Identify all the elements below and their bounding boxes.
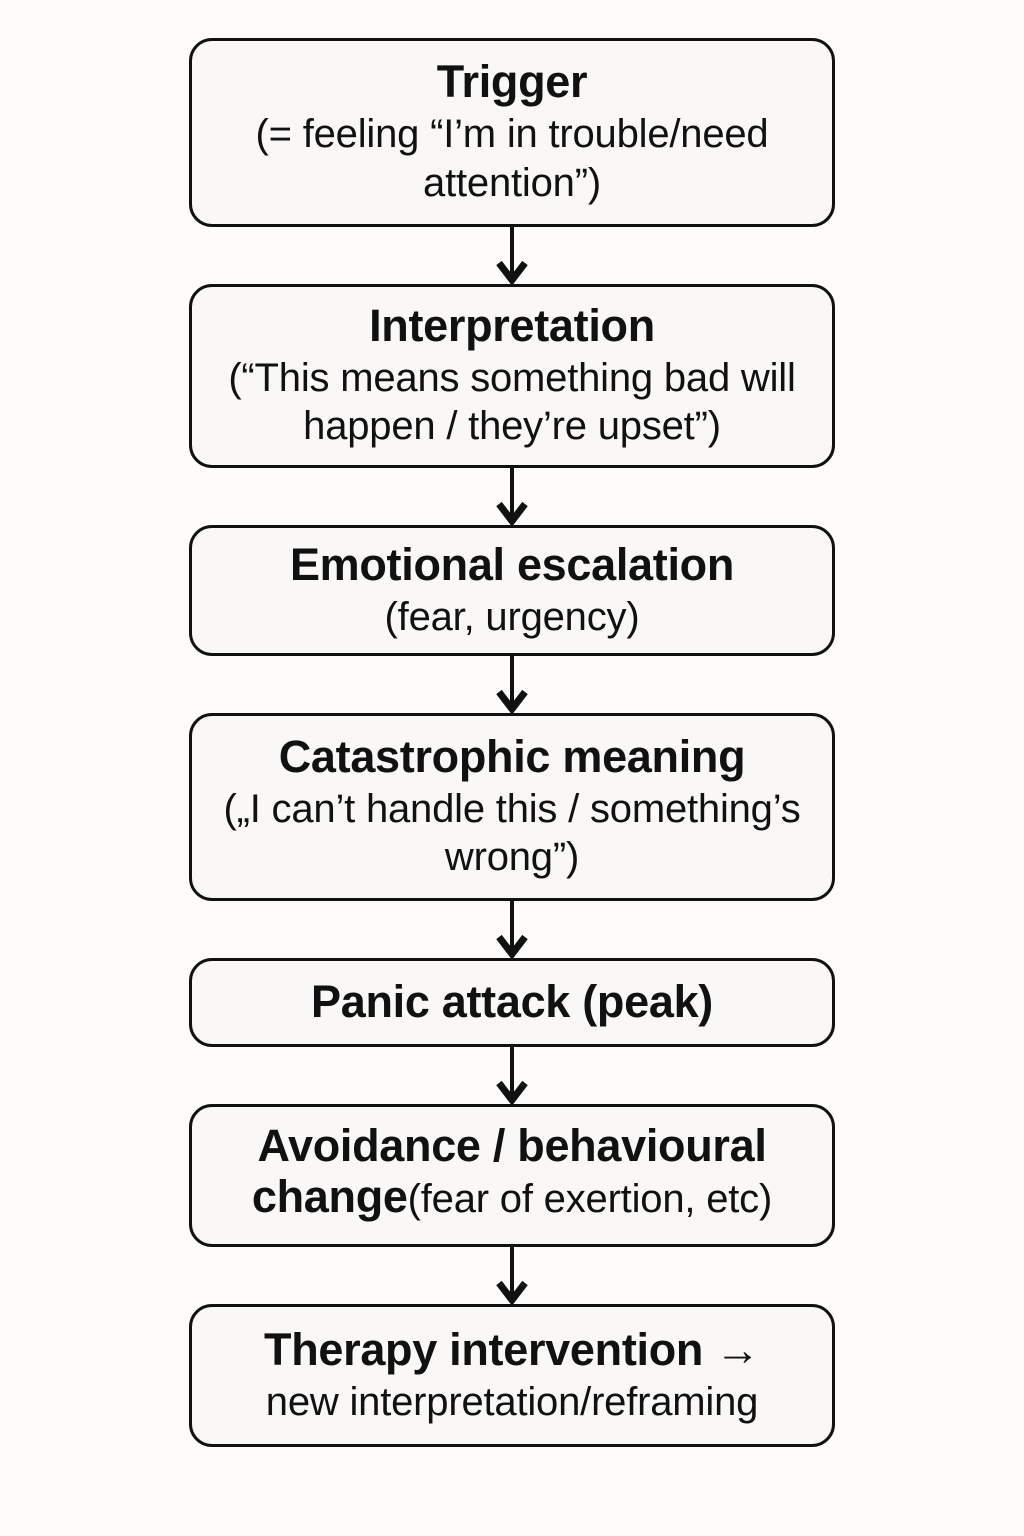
connector-arrow-4 xyxy=(189,901,835,958)
node-subtitle: („I can’t handle this / something’s wron… xyxy=(223,786,801,880)
flow-node-interpretation: Interpretation (“This means something ba… xyxy=(189,284,835,468)
connector-arrow-5 xyxy=(189,1047,835,1104)
flow-node-emotional-escalation: Emotional escalation (fear, urgency) xyxy=(189,525,835,656)
node-title: Therapy intervention → xyxy=(264,1323,760,1375)
flow-node-trigger: Trigger (= feeling “I’m in trouble/need … xyxy=(189,38,835,227)
node-subtitle: (“This means something bad will happen /… xyxy=(228,355,796,449)
connector-arrow-3 xyxy=(189,656,835,713)
node-subtitle: (fear, urgency) xyxy=(384,594,640,639)
node-title: Catastrophic meaning xyxy=(278,730,746,782)
connector-arrow-1 xyxy=(189,227,835,284)
node-subtitle: (fear of exertion, etc) xyxy=(407,1176,773,1221)
node-subtitle: (= feeling “I’m in trouble/need attentio… xyxy=(255,112,769,205)
node-title: Emotional escalation xyxy=(289,538,735,590)
connector-arrow-2 xyxy=(189,468,835,525)
flow-node-therapy-intervention: Therapy intervention → new interpretatio… xyxy=(189,1304,835,1447)
node-title: Avoidance / behavioural change xyxy=(251,1120,767,1222)
node-subtitle: new interpretation/reframing xyxy=(265,1379,759,1424)
flow-node-avoidance: Avoidance / behavioural change(fear of e… xyxy=(189,1104,835,1247)
flow-node-catastrophic-meaning: Catastrophic meaning („I can’t handle th… xyxy=(189,713,835,901)
node-title: Panic attack (peak) xyxy=(311,976,713,1028)
flow-node-panic-attack: Panic attack (peak) xyxy=(189,958,835,1047)
connector-arrow-6 xyxy=(189,1247,835,1304)
node-title: Trigger xyxy=(436,56,588,108)
node-title: Interpretation xyxy=(369,299,655,351)
